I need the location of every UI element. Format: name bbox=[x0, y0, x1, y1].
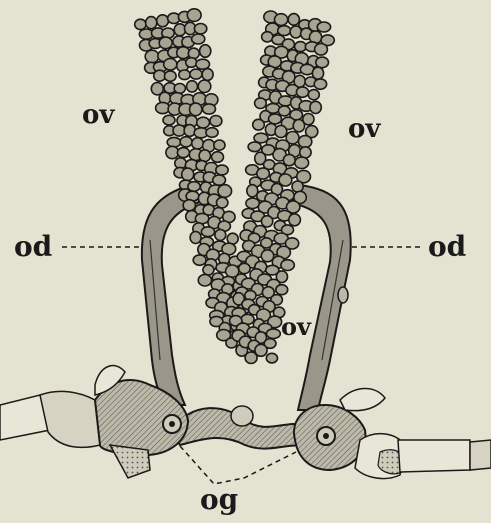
egg bbox=[212, 152, 224, 163]
egg bbox=[295, 157, 309, 168]
egg bbox=[197, 117, 210, 128]
label-ovary-left: ov bbox=[82, 102, 114, 128]
egg bbox=[145, 50, 159, 63]
egg bbox=[278, 106, 290, 116]
egg bbox=[180, 137, 192, 147]
egg bbox=[182, 168, 194, 181]
egg bbox=[214, 140, 225, 150]
egg bbox=[163, 115, 175, 125]
egg bbox=[184, 125, 195, 137]
egg bbox=[248, 142, 261, 152]
egg bbox=[135, 19, 146, 29]
egg bbox=[289, 214, 301, 226]
egg bbox=[293, 120, 304, 132]
egg bbox=[187, 81, 198, 92]
egg bbox=[198, 274, 211, 286]
egg bbox=[177, 148, 189, 158]
egg bbox=[199, 150, 210, 162]
egg bbox=[292, 181, 303, 192]
egg bbox=[190, 69, 202, 79]
egg bbox=[167, 137, 181, 147]
egg bbox=[203, 104, 216, 114]
egg bbox=[266, 353, 277, 363]
egg bbox=[192, 34, 205, 44]
label-ovary-right: ov bbox=[348, 116, 380, 142]
egg bbox=[203, 265, 214, 275]
egg bbox=[316, 57, 329, 68]
egg bbox=[314, 79, 326, 89]
egg bbox=[315, 44, 328, 56]
egg bbox=[288, 14, 299, 26]
egg bbox=[281, 260, 294, 271]
egg bbox=[215, 229, 226, 240]
egg bbox=[165, 71, 177, 81]
egg bbox=[275, 125, 287, 137]
egg bbox=[296, 87, 308, 97]
egg bbox=[159, 37, 172, 49]
egg bbox=[261, 216, 272, 227]
egg bbox=[267, 329, 281, 339]
label-oviduct-left: od bbox=[14, 233, 52, 261]
egg bbox=[164, 59, 177, 71]
egg bbox=[295, 42, 307, 52]
egg bbox=[202, 69, 213, 81]
egg bbox=[310, 101, 321, 113]
egg bbox=[198, 80, 211, 92]
label-ovary-middle: ov bbox=[281, 315, 311, 339]
egg bbox=[179, 70, 190, 80]
label-opening: og bbox=[200, 486, 238, 514]
egg bbox=[186, 58, 197, 68]
egg bbox=[210, 116, 222, 127]
egg bbox=[193, 255, 206, 265]
egg bbox=[278, 26, 291, 36]
egg bbox=[206, 128, 218, 138]
egg bbox=[200, 45, 211, 58]
egg bbox=[290, 26, 301, 38]
egg bbox=[196, 59, 210, 69]
egg bbox=[276, 285, 288, 295]
egg bbox=[216, 165, 228, 175]
egg bbox=[146, 17, 157, 29]
egg bbox=[187, 9, 201, 22]
egg bbox=[194, 24, 206, 34]
egg bbox=[308, 90, 319, 100]
egg bbox=[255, 344, 267, 356]
egg bbox=[269, 114, 282, 124]
egg bbox=[255, 98, 267, 109]
egg bbox=[239, 263, 250, 273]
egg bbox=[183, 200, 195, 211]
egg bbox=[317, 22, 330, 32]
egg bbox=[201, 227, 214, 237]
egg bbox=[157, 15, 169, 27]
egg bbox=[174, 84, 185, 94]
egg bbox=[298, 136, 311, 148]
egg bbox=[213, 175, 226, 185]
egg bbox=[192, 138, 204, 149]
egg bbox=[217, 197, 228, 208]
egg bbox=[218, 185, 232, 198]
egg bbox=[246, 198, 259, 208]
right-leg bbox=[294, 388, 491, 478]
egg bbox=[190, 103, 202, 116]
egg bbox=[279, 174, 292, 186]
egg bbox=[253, 119, 265, 130]
label-oviduct-right: od bbox=[428, 233, 466, 261]
